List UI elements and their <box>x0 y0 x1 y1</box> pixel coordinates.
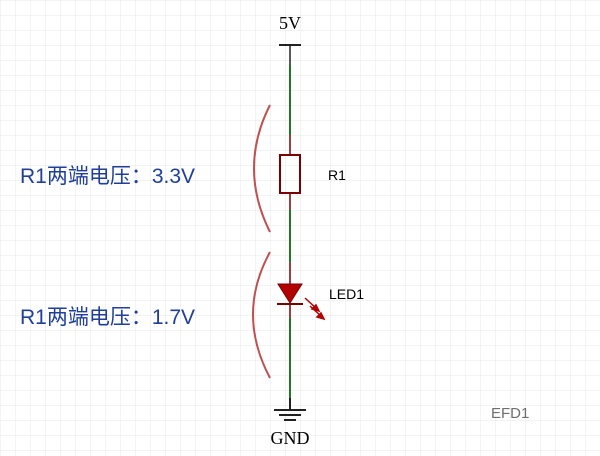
bracket-resistor <box>253 104 271 233</box>
supply-label: 5V <box>279 13 301 33</box>
led-led1 <box>277 262 326 321</box>
annotation-led-voltage: R1两端电压：1.7V <box>20 306 195 329</box>
resistor-label: R1 <box>328 167 346 183</box>
resistor-r1 <box>279 135 301 210</box>
ground-symbol <box>274 398 306 421</box>
led-triangle <box>277 283 303 304</box>
light-emission-arrows <box>304 297 326 321</box>
ground-label: GND <box>271 428 310 448</box>
annotation-resistor-voltage: R1两端电压：3.3V <box>20 165 195 188</box>
watermark: EFD1 <box>491 405 529 422</box>
led-label: LED1 <box>329 286 364 302</box>
supply-symbol <box>279 44 301 65</box>
bracket-led <box>252 251 271 379</box>
